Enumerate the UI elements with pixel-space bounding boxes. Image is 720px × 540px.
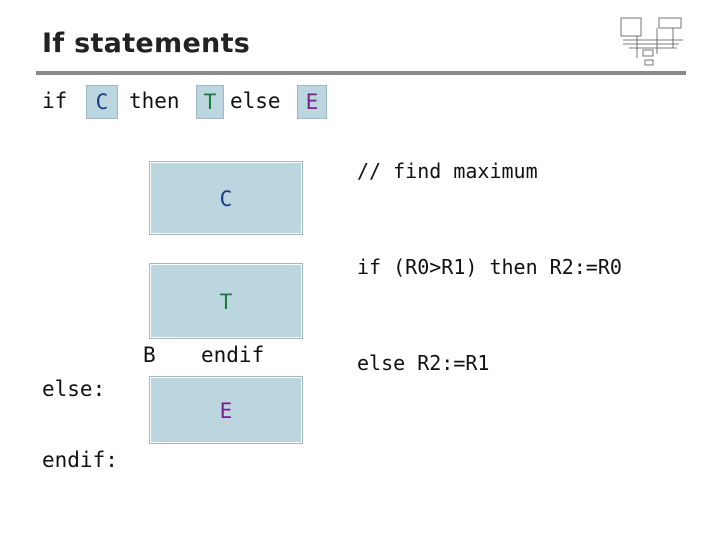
condition-box: C <box>86 85 118 119</box>
then-block: T <box>149 263 303 339</box>
endif-label: endif: <box>42 448 118 472</box>
condition-block-label: C <box>219 187 233 211</box>
comment-line-3: else R2:=R1 <box>357 351 490 375</box>
if-keyword: if <box>42 89 68 113</box>
diagram-thumbnail <box>620 17 683 66</box>
slide-title: If statements <box>42 28 251 59</box>
comment-line-2: if (R0>R1) then R2:=R0 <box>357 255 622 279</box>
else-part-box: E <box>297 85 327 119</box>
condition-block: C <box>149 161 303 235</box>
jump-target: endif <box>201 343 265 367</box>
else-block: E <box>149 376 303 444</box>
example-comment: // find maximum if (R0>R1) then R2:=R0 e… <box>357 91 622 411</box>
jump-op: B <box>143 343 156 367</box>
else-keyword: else <box>230 89 281 113</box>
else-label: else: <box>42 377 106 401</box>
else-block-label: E <box>219 399 233 423</box>
comment-line-1: // find maximum <box>357 159 538 183</box>
then-keyword: then <box>129 89 180 113</box>
then-part-box: T <box>196 85 224 119</box>
then-block-label: T <box>219 290 233 314</box>
title-underline <box>36 71 686 75</box>
